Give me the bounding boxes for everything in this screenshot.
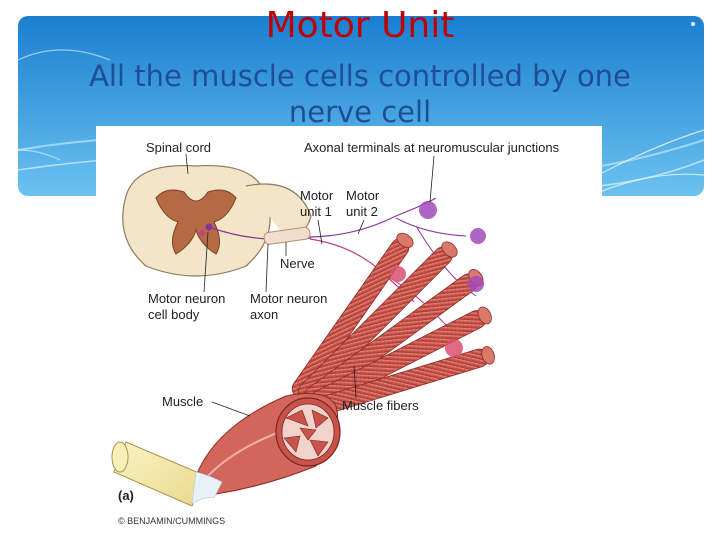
- slide-subtitle: All the muscle cells controlled by one n…: [89, 59, 631, 129]
- label-muscle-fibers: Muscle fibers: [342, 398, 419, 413]
- spinal-cord-section: [122, 164, 312, 277]
- label-motor-neuron-axon-line2: axon: [250, 307, 278, 322]
- label-motor-unit-1-line2: unit 1: [300, 204, 332, 219]
- label-nerve: Nerve: [280, 256, 315, 271]
- label-motor-unit-2-line2: unit 2: [346, 204, 378, 219]
- label-motor-neuron-cell-body-line1: Motor neuron: [148, 291, 225, 306]
- label-muscle: Muscle: [162, 394, 203, 409]
- motor-unit-diagram: Spinal cord Axonal terminals at neuromus…: [96, 126, 602, 532]
- muscle-fibers: [291, 201, 495, 415]
- label-spinal-cord: Spinal cord: [146, 140, 211, 155]
- label-motor-unit-1-line1: Motor: [300, 188, 334, 203]
- muscle: [195, 393, 341, 495]
- label-axonal-terminals: Axonal terminals at neuromuscular juncti…: [304, 140, 560, 155]
- label-motor-neuron-axon-line1: Motor neuron: [250, 291, 327, 306]
- slide-title: Motor Unit: [265, 5, 455, 46]
- label-motor-unit-2-line1: Motor: [346, 188, 380, 203]
- label-panel-a: (a): [118, 488, 134, 503]
- tendon: [111, 441, 223, 507]
- label-credit: © BENJAMIN/CUMMINGS: [118, 516, 225, 526]
- label-motor-neuron-cell-body-line2: cell body: [148, 307, 200, 322]
